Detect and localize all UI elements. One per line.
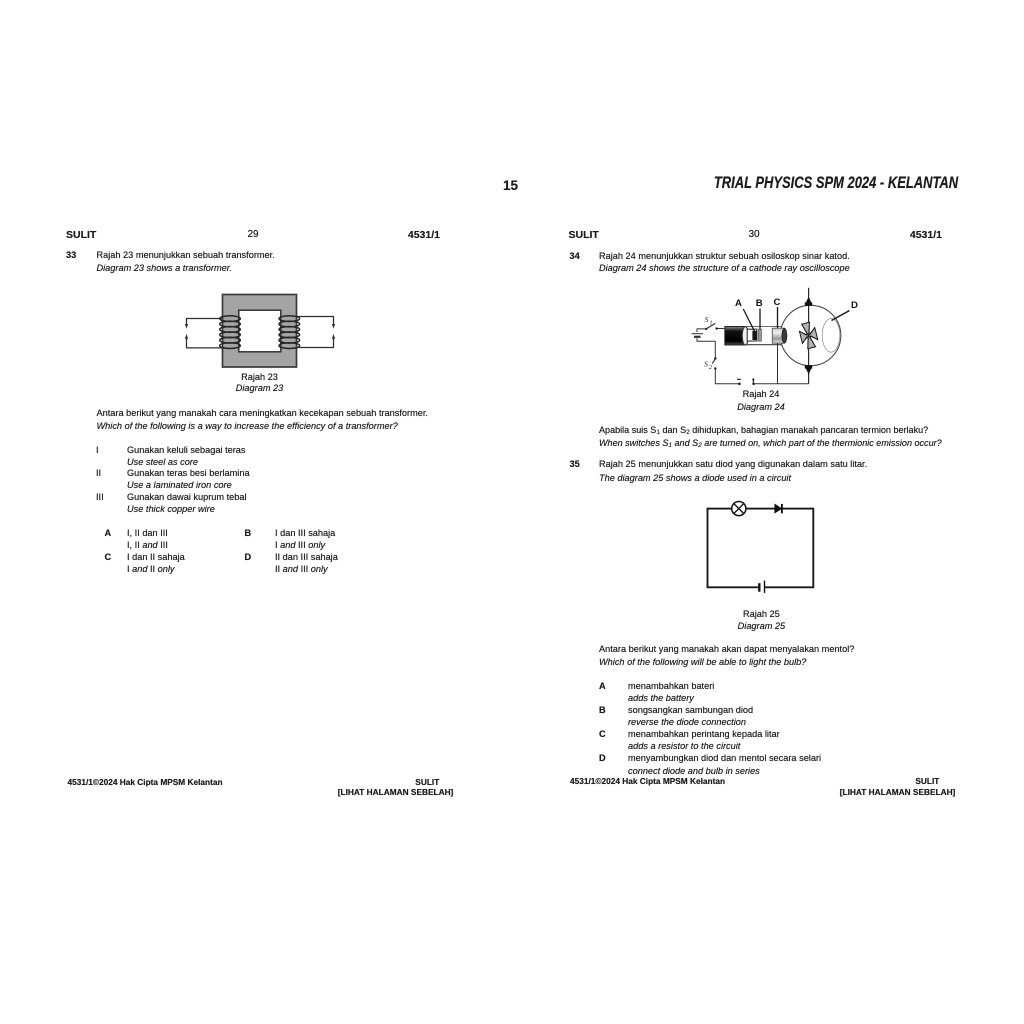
svg-text:S: S xyxy=(705,315,709,324)
svg-text:A: A xyxy=(735,298,742,309)
svg-text:S: S xyxy=(704,360,708,369)
svg-text:2: 2 xyxy=(709,365,712,371)
svg-text:1: 1 xyxy=(710,321,713,327)
svg-text:B: B xyxy=(756,298,763,309)
svg-text:D: D xyxy=(851,300,858,311)
svg-text:C: C xyxy=(774,297,781,308)
